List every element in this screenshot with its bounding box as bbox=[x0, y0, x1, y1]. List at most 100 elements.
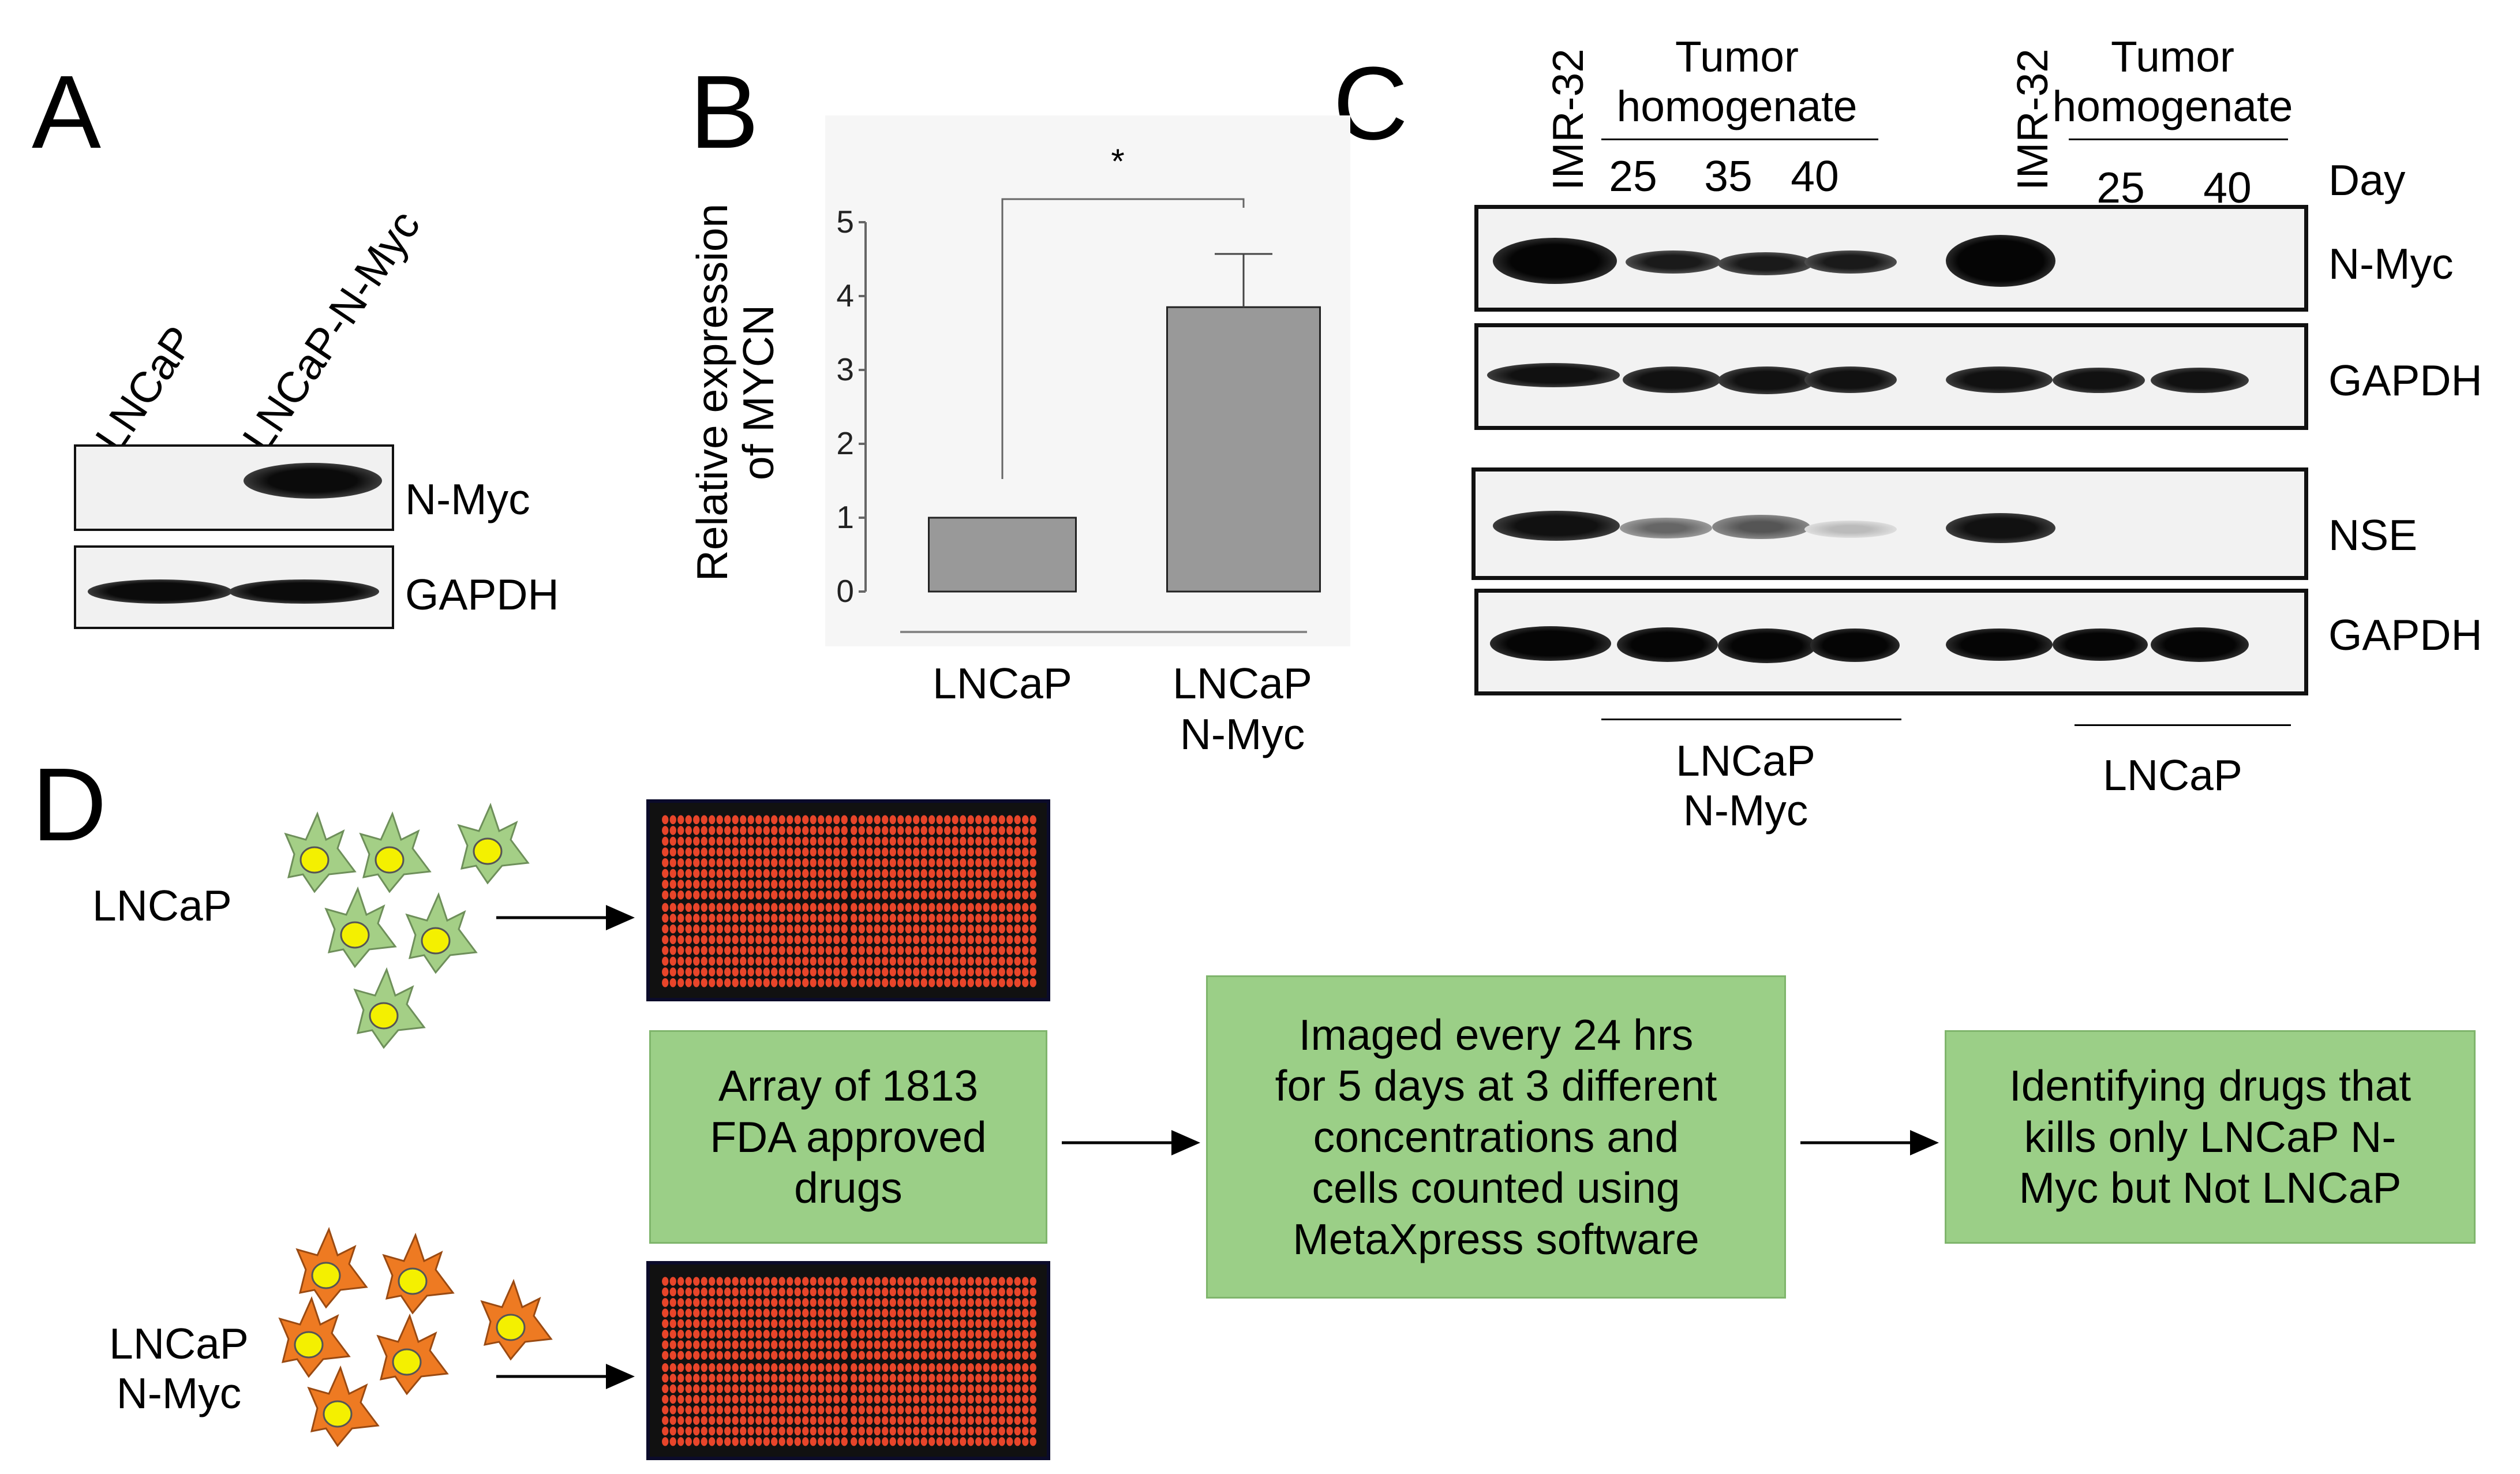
well bbox=[787, 1330, 793, 1339]
well bbox=[1029, 890, 1036, 900]
well bbox=[905, 1416, 912, 1425]
well bbox=[709, 1340, 716, 1349]
well bbox=[1029, 956, 1036, 966]
well bbox=[685, 1405, 692, 1415]
well bbox=[778, 836, 785, 846]
well bbox=[787, 945, 793, 955]
well bbox=[960, 914, 967, 923]
well bbox=[967, 978, 974, 987]
well bbox=[1006, 847, 1013, 857]
well bbox=[677, 1437, 684, 1446]
well bbox=[960, 924, 967, 934]
well bbox=[897, 914, 904, 923]
well bbox=[928, 890, 935, 900]
well bbox=[1029, 978, 1036, 987]
well bbox=[810, 890, 817, 900]
well bbox=[755, 1298, 762, 1307]
well bbox=[833, 1437, 840, 1446]
well bbox=[677, 1384, 684, 1393]
well bbox=[1029, 826, 1036, 835]
well bbox=[747, 880, 754, 889]
well bbox=[975, 847, 982, 857]
well bbox=[802, 1298, 809, 1307]
well bbox=[763, 1350, 770, 1360]
well bbox=[724, 1384, 731, 1393]
well bbox=[851, 826, 858, 835]
well bbox=[882, 1308, 889, 1318]
well bbox=[818, 1437, 825, 1446]
well bbox=[991, 858, 998, 867]
well bbox=[975, 1405, 982, 1415]
well bbox=[802, 903, 809, 912]
well bbox=[740, 914, 747, 923]
well bbox=[960, 956, 967, 966]
well bbox=[851, 1363, 858, 1372]
well bbox=[724, 826, 731, 835]
well bbox=[944, 1340, 951, 1349]
well bbox=[897, 924, 904, 934]
well bbox=[944, 836, 951, 846]
well bbox=[693, 1394, 700, 1404]
y-tick-label: 3 bbox=[836, 351, 854, 387]
well bbox=[778, 1277, 785, 1286]
well bbox=[677, 1340, 684, 1349]
well bbox=[662, 945, 669, 955]
well bbox=[693, 1384, 700, 1393]
well bbox=[716, 1437, 723, 1446]
well bbox=[677, 1405, 684, 1415]
well bbox=[825, 924, 832, 934]
cell-icon bbox=[376, 1313, 449, 1396]
well bbox=[771, 1405, 778, 1415]
well bbox=[810, 945, 817, 955]
well bbox=[889, 914, 896, 923]
well bbox=[841, 1363, 848, 1372]
well bbox=[944, 1384, 951, 1393]
well bbox=[1029, 1416, 1036, 1425]
well bbox=[771, 967, 778, 977]
well bbox=[794, 1340, 801, 1349]
well bbox=[858, 1340, 865, 1349]
well bbox=[771, 1426, 778, 1436]
well bbox=[747, 1374, 754, 1383]
well bbox=[889, 1384, 896, 1393]
well bbox=[825, 914, 832, 923]
well bbox=[787, 815, 793, 825]
well bbox=[747, 1394, 754, 1404]
cells-lncap-cluster bbox=[284, 802, 530, 1049]
well bbox=[1006, 924, 1013, 934]
well bbox=[1014, 978, 1021, 987]
well bbox=[944, 1298, 951, 1307]
well bbox=[669, 1405, 676, 1415]
well bbox=[983, 1298, 990, 1307]
well bbox=[747, 1340, 754, 1349]
well bbox=[998, 967, 1005, 977]
well bbox=[897, 978, 904, 987]
well bbox=[936, 1426, 943, 1436]
well bbox=[841, 890, 848, 900]
well bbox=[874, 1287, 881, 1297]
well bbox=[975, 1374, 982, 1383]
well bbox=[833, 978, 840, 987]
well bbox=[724, 1374, 731, 1383]
well bbox=[874, 1319, 881, 1329]
well bbox=[677, 890, 684, 900]
well bbox=[747, 1277, 754, 1286]
well bbox=[810, 956, 817, 966]
well bbox=[975, 858, 982, 867]
well bbox=[716, 967, 723, 977]
well bbox=[825, 1319, 832, 1329]
well bbox=[818, 914, 825, 923]
well bbox=[1029, 903, 1036, 912]
well bbox=[771, 1330, 778, 1339]
row-label-gapdh: GAPDH bbox=[405, 570, 559, 619]
well bbox=[833, 967, 840, 977]
well bbox=[771, 869, 778, 878]
well bbox=[1022, 880, 1029, 889]
well bbox=[905, 1363, 912, 1372]
well bbox=[677, 945, 684, 955]
well bbox=[794, 1298, 801, 1307]
well bbox=[889, 956, 896, 966]
well bbox=[763, 1374, 770, 1383]
well bbox=[810, 1330, 817, 1339]
well bbox=[858, 1384, 865, 1393]
